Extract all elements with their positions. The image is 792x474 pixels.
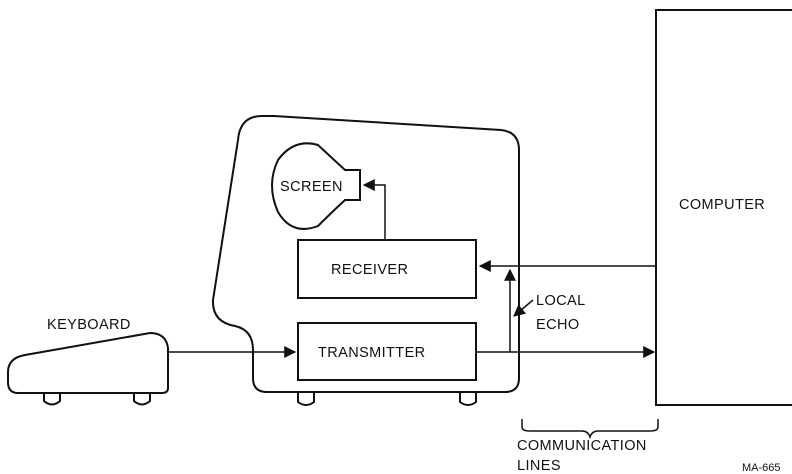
receiver-to-screen-line	[362, 179, 386, 240]
terminal-housing	[211, 115, 520, 393]
transmitter-label: TRANSMITTER	[318, 345, 426, 361]
terminal-foot-right	[459, 393, 477, 406]
screen-label: SCREEN	[280, 179, 343, 195]
keyboard-body	[7, 331, 169, 394]
communication-brace	[521, 419, 659, 440]
computer-box	[655, 9, 792, 406]
keyboard-label: KEYBOARD	[47, 317, 131, 333]
local-echo-label-line1: LOCAL	[536, 293, 586, 309]
figure-id: MA-665	[742, 462, 781, 474]
crt-screen-outline	[271, 142, 361, 230]
receiver-box	[297, 239, 477, 299]
communication-label-line1: COMMUNICATION	[517, 438, 647, 454]
communication-label-line2: LINES	[517, 458, 561, 474]
terminal-foot-left	[297, 393, 315, 406]
keyboard-foot-left	[43, 393, 61, 406]
local-echo-label-line2: ECHO	[536, 317, 580, 333]
keyboard-foot-right	[133, 393, 151, 406]
receiver-label: RECEIVER	[331, 262, 408, 278]
local-echo-pointer	[513, 299, 534, 317]
computer-label: COMPUTER	[679, 197, 765, 213]
